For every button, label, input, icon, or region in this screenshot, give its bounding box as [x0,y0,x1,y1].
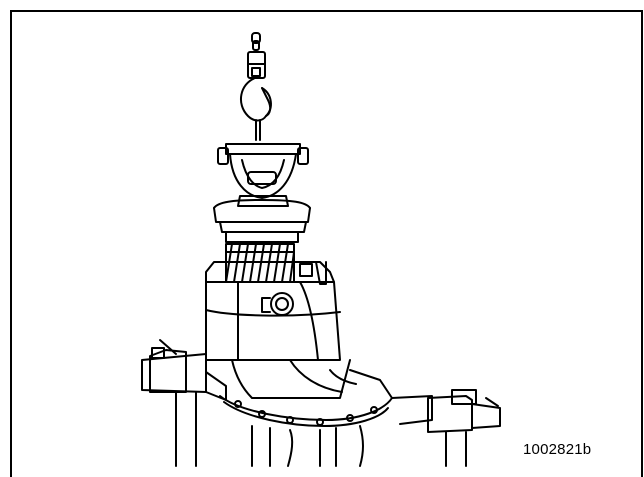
lower-housing-icon [219,359,393,427]
bearing-cap-icon [213,199,311,243]
gear-housing-icon [205,261,341,361]
figure-id-label: 1002821b [523,441,592,458]
right-axle-support-icon [391,389,501,467]
chain-icon [251,32,261,51]
figure-frame [10,10,643,477]
hook-icon [239,77,272,141]
left-axle-support-icon [141,339,227,467]
under-frame-icon [251,425,364,467]
lifting-yoke-icon [217,143,309,207]
swivel-block-icon [247,51,266,79]
